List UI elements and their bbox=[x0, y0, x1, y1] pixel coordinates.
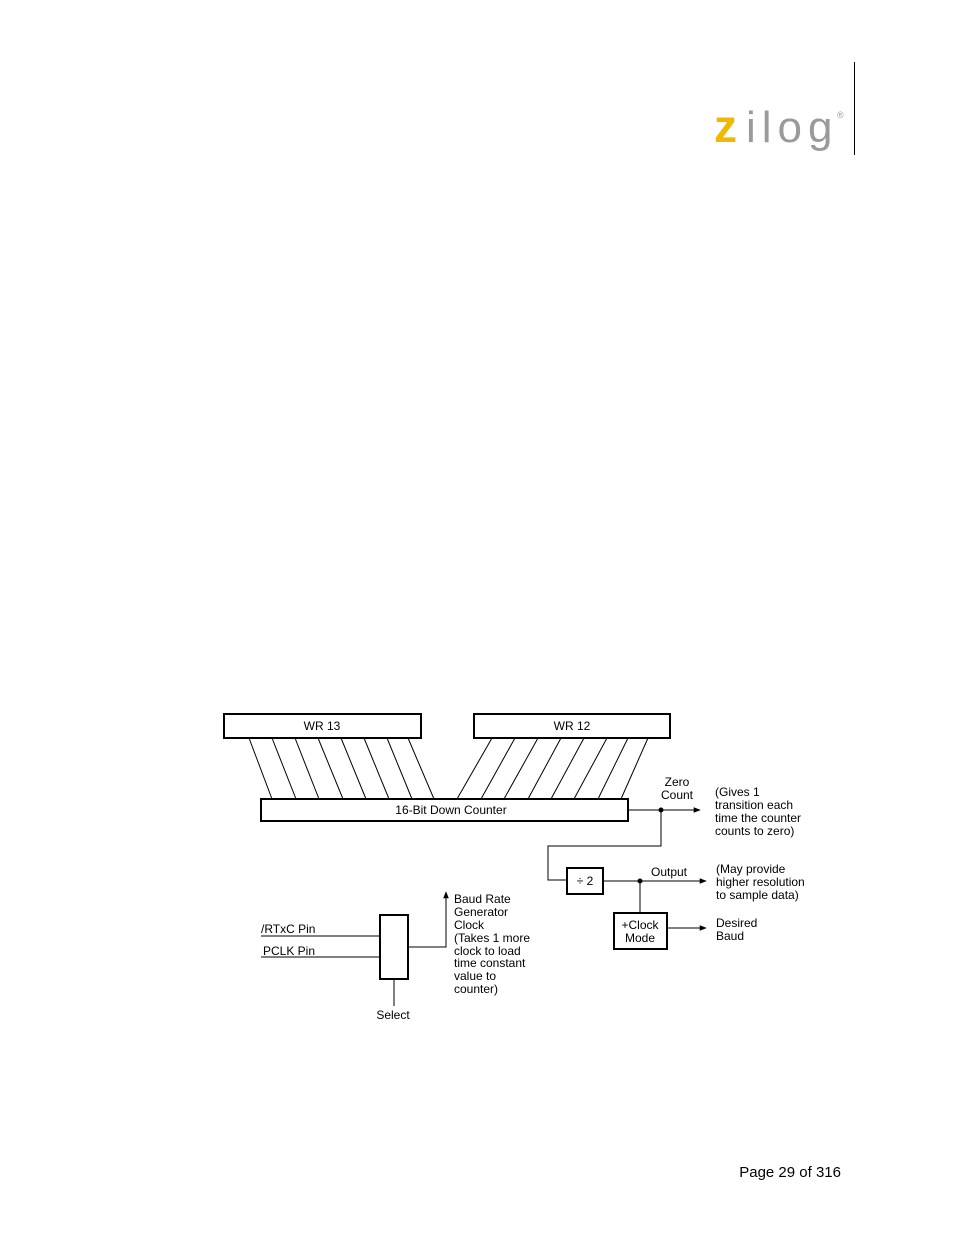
clock-select-mux bbox=[379, 914, 409, 980]
desired-baud-line1: Desired bbox=[716, 916, 757, 930]
brg-clock-arrow bbox=[408, 891, 449, 948]
divide-by-two-box bbox=[566, 867, 604, 895]
output-note-line3: to sample data) bbox=[716, 888, 799, 902]
output-note-line1: (May provide bbox=[716, 862, 786, 876]
clock-mode-box bbox=[613, 912, 668, 950]
brg-note-line3: Clock bbox=[454, 918, 485, 932]
rtxc-pin-label: /RTxC Pin bbox=[261, 922, 315, 936]
register-bit-lines bbox=[248, 737, 649, 800]
header-rule bbox=[854, 62, 855, 155]
brg-note-line6: time constant bbox=[454, 956, 526, 970]
logo-trademark: ® bbox=[837, 110, 844, 120]
brg-note-line2: Generator bbox=[454, 905, 508, 919]
output-label: Output bbox=[651, 865, 688, 879]
brg-note-line8: counter) bbox=[454, 982, 498, 996]
select-label: Select bbox=[376, 1008, 410, 1022]
brg-note-line1: Baud Rate bbox=[454, 892, 511, 906]
wr12-label: WR 12 bbox=[554, 719, 591, 733]
wr12-box bbox=[473, 713, 671, 739]
clock-mode-line2: Mode bbox=[625, 931, 655, 945]
zero-count-line2: Count bbox=[661, 788, 694, 802]
zero-note-line3: time the counter bbox=[715, 811, 801, 825]
wr13-box bbox=[223, 713, 422, 739]
brg-note-line7: value to bbox=[454, 969, 496, 983]
logo-ilog: ilog bbox=[746, 104, 839, 152]
zilog-logo: z ilog ® bbox=[714, 104, 844, 152]
wr13-label: WR 13 bbox=[304, 719, 341, 733]
page-number: Page 29 of 316 bbox=[739, 1164, 841, 1181]
brg-note-line5: clock to load bbox=[454, 944, 521, 958]
divider-feed-line bbox=[547, 810, 662, 881]
brg-note-line4: (Takes 1 more bbox=[454, 931, 530, 945]
pclk-pin-label: PCLK Pin bbox=[263, 944, 315, 958]
logo-z: z bbox=[714, 104, 737, 152]
desired-baud-line2: Baud bbox=[716, 929, 744, 943]
down-counter-label: 16-Bit Down Counter bbox=[395, 803, 506, 817]
divide-by-two-label: ÷ 2 bbox=[577, 874, 594, 888]
output-note-line2: higher resolution bbox=[716, 875, 805, 889]
zero-note-line2: transition each bbox=[715, 798, 793, 812]
clock-mode-line1: +Clock bbox=[621, 918, 659, 932]
zero-note-line4: counts to zero) bbox=[715, 824, 794, 838]
zero-note-line1: (Gives 1 bbox=[715, 785, 760, 799]
zero-count-line1: Zero bbox=[665, 775, 690, 789]
